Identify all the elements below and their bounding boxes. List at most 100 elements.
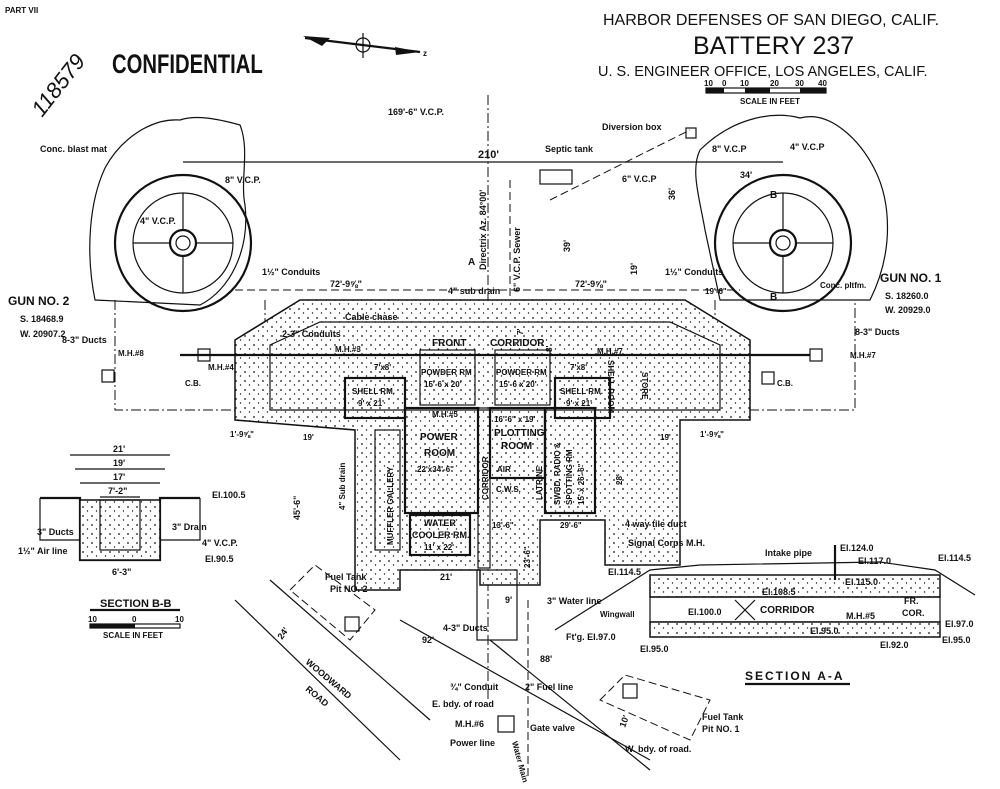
aa-el-100: El.100.0	[688, 607, 722, 617]
label-cws: C.W.S.	[496, 485, 521, 494]
label-dim-34: 34'	[740, 170, 752, 180]
bb-scale-tick: 10	[175, 615, 184, 624]
bb-ducts: 3" Ducts	[37, 527, 74, 537]
label-cb-left: C.B.	[185, 379, 201, 388]
section-b-b	[39, 454, 201, 562]
label-muffler-gallery: MUFFLER GALLERY	[386, 466, 395, 545]
label-gun-2-s: S. 18468.9	[20, 314, 64, 324]
label-7x8-right: 7'x8'	[570, 363, 587, 372]
label-latrine: LATRINE	[535, 465, 544, 500]
label-shell-right: SHELL RM.	[560, 387, 603, 396]
label-swbd-dim: 15' x 26'-6"	[577, 463, 586, 505]
label-conduits-left: 1½" Conduits	[262, 267, 320, 277]
scale-tick: 0	[722, 79, 727, 88]
aa-el-97-right: El.97.0	[945, 619, 974, 629]
label-pit-2: Pit NO. 2	[330, 584, 368, 594]
aa-el-117: El.117.0	[858, 556, 891, 566]
title-battery: BATTERY 237	[693, 32, 854, 60]
aa-wingwall: Wingwall	[600, 610, 635, 619]
label-conduits-right: 1½" Conduits	[665, 267, 723, 277]
label-dim-28: 28'	[615, 474, 624, 485]
label-mh6: M.H.#6	[455, 719, 484, 729]
label-dim-88: 88'	[540, 654, 552, 664]
bb-dim-7-2: 7'-2"	[108, 486, 127, 496]
label-sewer: 6" V.C.P. Sewer	[512, 227, 522, 292]
scale-tick: 30	[795, 79, 804, 88]
label-corridor: CORRIDOR	[490, 338, 545, 349]
label-vcp4-right: 4" V.C.P	[790, 142, 824, 152]
label-corridor-vertical: CORRIDOR	[481, 456, 490, 500]
label-dim-39: 39'	[562, 240, 572, 252]
aa-ftg: Ft'g. El.97.0	[566, 632, 616, 642]
label-dim-36: 36'	[667, 188, 677, 200]
label-dim-7: 7'	[516, 329, 525, 335]
aa-el-92: El.92.0	[880, 640, 909, 650]
label-vcp6: 6" V.C.P	[622, 174, 656, 184]
label-dim-13: 13'-6"	[492, 521, 514, 530]
label-tile-duct: 4 way tile duct	[625, 519, 687, 529]
label-dim-19-left: 19'	[303, 433, 314, 442]
label-power-line: Power line	[450, 738, 495, 748]
label-mh5: M.H.#5	[432, 410, 458, 419]
label-shell-right-dim: 9' x 21'	[566, 399, 592, 408]
bb-el-100-5: El.100.5	[212, 490, 246, 500]
section-marker-b-top: B	[770, 190, 777, 201]
label-vcp-169: 169'-6" V.C.P.	[388, 107, 444, 117]
scale-tick: 10	[740, 79, 749, 88]
label-gun-1-s: S. 18260.0	[885, 291, 929, 301]
label-dim-19-vertical: 19'	[629, 263, 639, 275]
label-diversion-box: Diversion box	[602, 122, 662, 132]
label-7x8-left: 7'x8'	[374, 363, 391, 372]
label-fuel-tank-2: Fuel Tank	[325, 572, 367, 582]
label-front: FRONT	[432, 338, 466, 349]
label-dim-92: 92'	[422, 635, 434, 645]
label-dim-8: 8'	[545, 346, 554, 352]
bb-el-90-5: El.90.5	[205, 554, 234, 564]
label-gun-1: GUN NO. 1	[880, 271, 942, 285]
label-power: POWER	[420, 432, 459, 443]
label-conduit-34: ¾" Conduit	[450, 682, 498, 692]
aa-el-95-right: El.95.0	[942, 635, 971, 645]
label-water-main: Water Main	[510, 740, 530, 783]
label-ducts-left: 8-3" Ducts	[62, 335, 107, 345]
battery-structure	[234, 299, 751, 591]
title-line-3: U. S. ENGINEER OFFICE, LOS ANGELES, CALI…	[598, 64, 928, 80]
aa-fr: FR.	[904, 596, 919, 606]
gun-2-emplacement	[89, 116, 266, 411]
label-water-dim: 11' x 22'	[424, 543, 454, 552]
label-powder-left: POWDER RM	[421, 368, 472, 377]
label-road: ROAD	[304, 684, 331, 709]
label-mh7: M.H.#7	[850, 351, 876, 360]
label-e-bdy-road: E. bdy. of road	[432, 699, 494, 709]
aa-corridor: CORRIDOR	[760, 605, 815, 616]
bb-vcp: 4" V.C.P.	[202, 538, 238, 548]
bb-scale-tick: 10	[88, 615, 97, 624]
label-cooler-rm: COOLER RM.	[412, 530, 470, 540]
label-dim-72-right: 72'-9⅝"	[575, 279, 607, 289]
label-dim-19-right: 19'	[660, 433, 671, 442]
aa-title: SECTION A-A	[745, 669, 845, 683]
label-shell-left: SHELL RM.	[352, 387, 395, 396]
label-vcp8-right: 8" V.C.P	[712, 144, 746, 154]
label-powder-right-dim: 15'-6 x 20'	[499, 380, 537, 389]
label-w-bdy-road: W. bdy. of road.	[625, 744, 691, 754]
bb-dim-21: 21'	[113, 444, 125, 454]
aa-el-95-mid: El.95.0	[810, 626, 839, 636]
label-gate-valve: Gate valve	[530, 723, 575, 733]
bb-dim-6-3: 6'-3"	[112, 567, 131, 577]
label-water: WATER	[424, 518, 456, 528]
label-dim-1-9-right: 1'-9⅝"	[700, 430, 724, 439]
aa-el-114-5-left: El.114.5	[608, 567, 641, 577]
label-shell-room: SHELL ROOM	[606, 360, 615, 414]
label-powder-left-dim: 15'-6 x 20'	[424, 380, 462, 389]
label-dim-21: 21'	[440, 572, 452, 582]
label-dim-10: 10'	[617, 714, 631, 729]
bb-dim-17: 17'	[113, 472, 125, 482]
aa-mh5: M.H.#5	[846, 611, 875, 621]
serial-number: 118579	[26, 49, 90, 121]
aa-el-114-5-right: El.114.5	[938, 553, 971, 563]
label-4-3-ducts: 4-3" Ducts	[443, 623, 488, 633]
label-signal-corps: Signal Corps M.H.	[628, 538, 705, 548]
label-conc-pltfm: Conc. pltfm.	[820, 281, 866, 290]
label-mh7-inner: M.H.#7	[597, 347, 623, 356]
